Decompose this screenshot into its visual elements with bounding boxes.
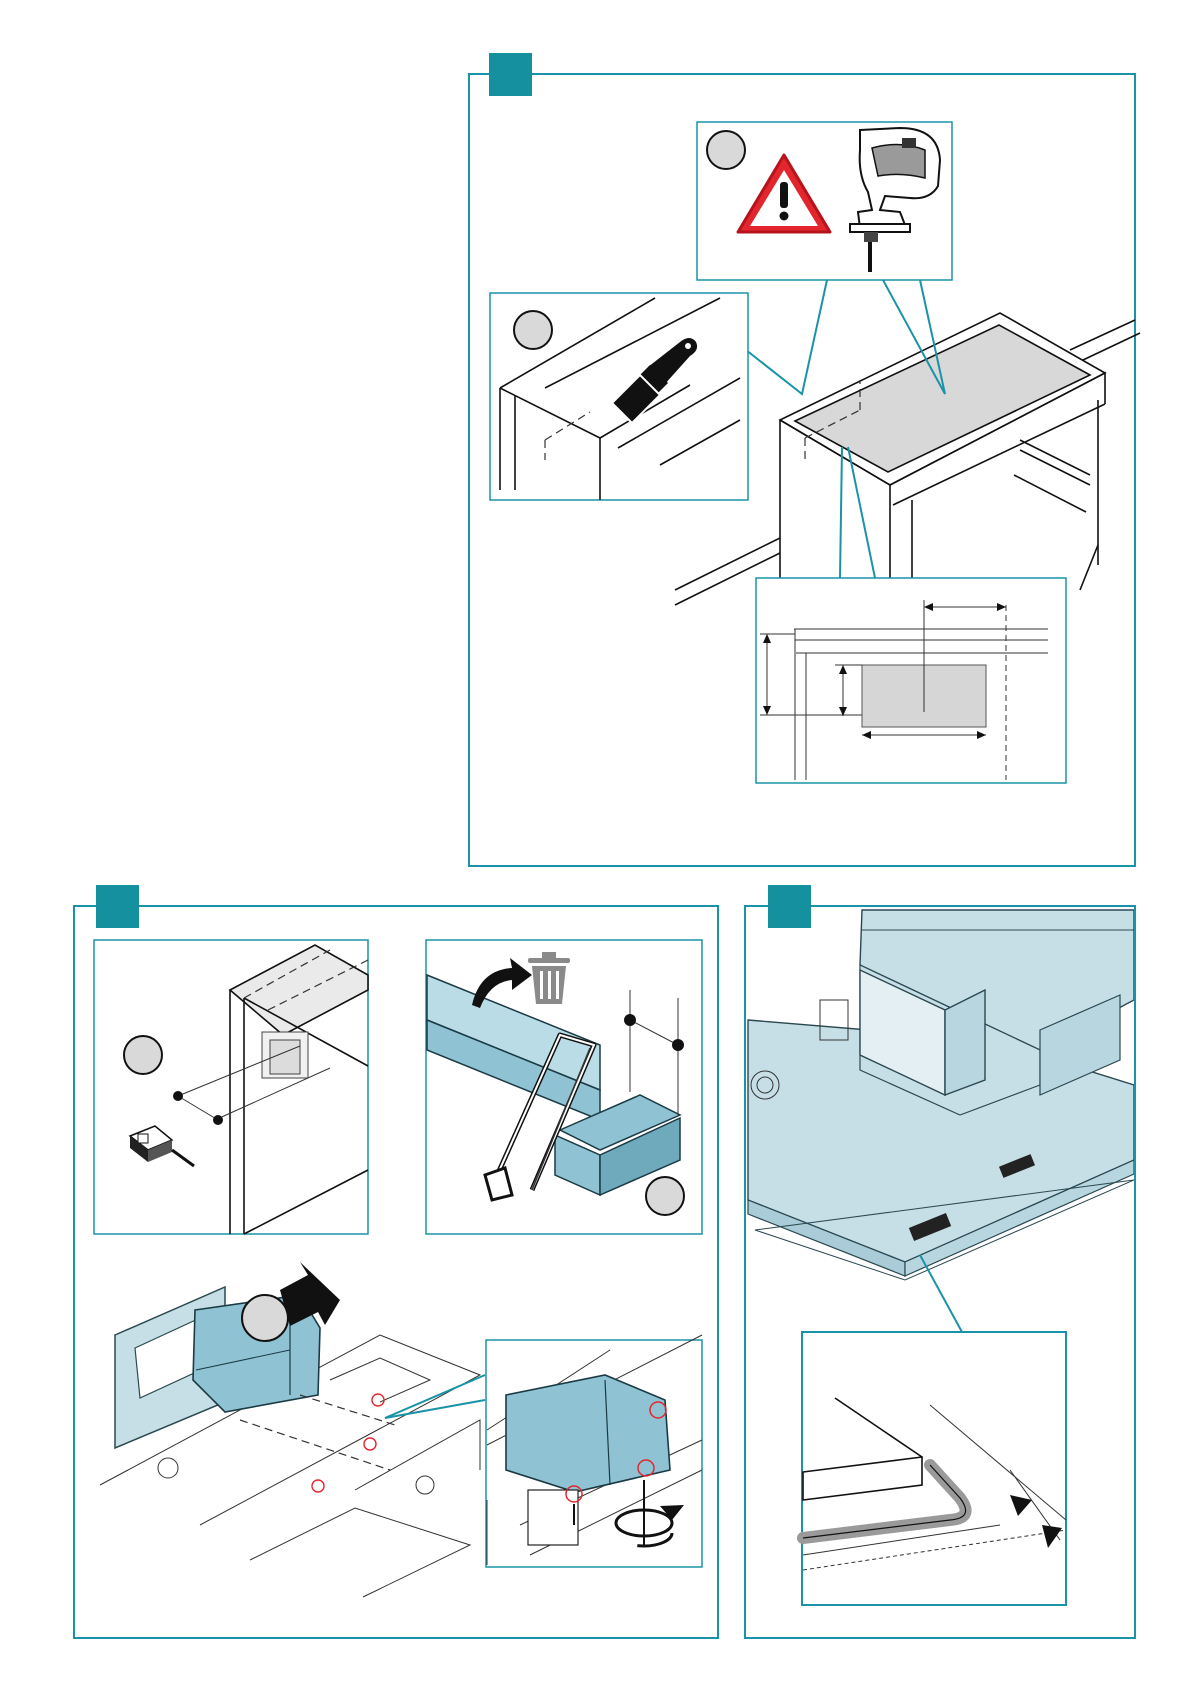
hob-drawing xyxy=(748,910,1134,1280)
